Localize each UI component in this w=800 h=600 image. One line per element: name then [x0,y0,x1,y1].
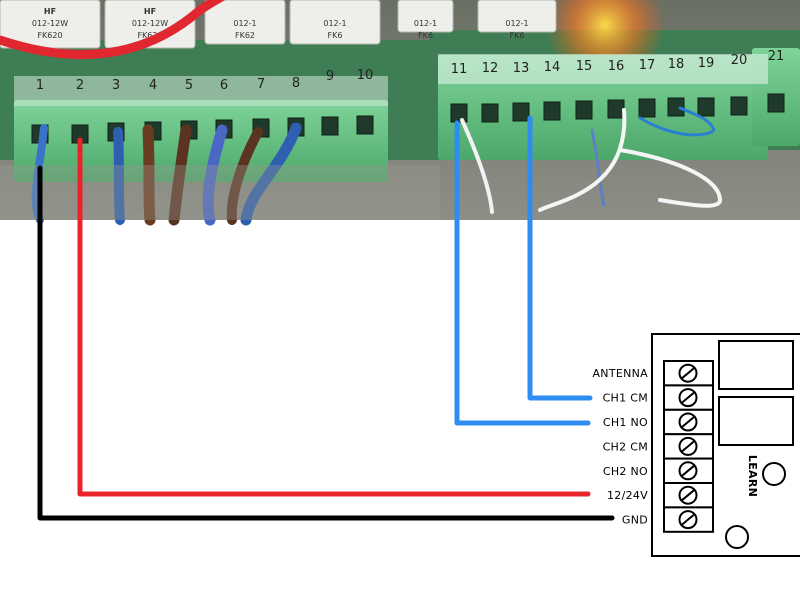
terminal-number: 3 [112,78,120,93]
terminal-number: 16 [608,59,625,74]
relay-code: FK620 [137,31,162,40]
terminal-hole [575,100,593,120]
receiver-terminal: CH1 CM [603,384,714,411]
relay-model: 012-1 [505,19,528,28]
terminal-label: GND [622,514,648,527]
terminal-number: 12 [482,61,499,76]
terminal-hole [356,115,374,135]
red-cable [0,0,226,59]
diagram-wires [37,115,615,521]
receiver-relay-bottom [718,396,794,446]
screw-slot [681,416,695,428]
terminal-hole [730,96,748,116]
terminal-number: 11 [451,62,468,77]
terminal-label: ANTENNA [592,367,648,380]
terminal-label: CH1 CM [603,392,648,405]
receiver-terminal: GND [622,506,714,533]
photo-wires [31,106,723,226]
terminal-label: 12/24V [607,489,648,502]
terminal-number: 14 [544,60,561,75]
terminal-number: 19 [698,56,715,71]
terminal-number: 21 [768,49,785,64]
receiver-relay-top [718,340,794,390]
terminal-hole [512,102,530,122]
terminal-hole [321,116,339,136]
terminal-label: CH2 NO [603,465,648,478]
terminal-number: 5 [185,78,193,93]
wire-gnd [37,165,615,521]
mount-hole [725,525,749,549]
terminal-hole [543,101,561,121]
receiver-module: LEARN ANTENNA CH1 CM CH1 NO CH2 CM CH2 NO 12/… [592,333,800,557]
screw-slot [681,465,695,477]
terminal-hole [697,97,715,117]
screw-slot [681,489,695,501]
relay: HF 012-12W FK620 [104,0,196,49]
terminal-number: 8 [292,76,300,91]
wire-12-24v [77,137,591,497]
receiver-terminal: CH2 NO [603,457,714,485]
wire-ch1-cm [527,115,593,401]
learn-label: LEARN [746,455,759,497]
terminal-number: 18 [668,57,685,72]
terminal-label: CH1 NO [603,416,648,429]
wire-ch1-no [454,120,591,426]
receiver-terminal: 12/24V [607,482,714,509]
relay-brand: HF [44,7,56,16]
board-photo: HF012-12WFK620HF012-12WFK620012-1FK62012… [0,0,800,226]
screw-slot [681,440,695,453]
screw-slot [681,367,695,379]
terminal-number: 1 [36,78,44,93]
terminal-hole [450,103,468,123]
terminal-number: 17 [639,58,656,73]
terminal-number: 13 [513,61,530,76]
relay-model: 012-1 [233,19,256,28]
terminal-number: 20 [731,53,748,68]
terminal-number: 10 [357,68,374,83]
relay-model: 012-12W [132,19,168,28]
terminal-number: 4 [149,78,157,93]
relay-model: 012-12W [32,19,68,28]
terminal-label: CH2 CM [603,440,648,453]
terminal-hole [667,97,685,117]
terminal-hole [767,93,785,113]
relay-model: 012-1 [414,19,437,28]
terminal-number: 7 [257,77,265,92]
relay-code: FK62 [235,31,255,40]
learn-button [762,462,786,486]
terminal-number: 9 [326,69,334,84]
terminal-hole [481,103,499,123]
receiver-terminal: CH2 CM [603,433,714,460]
relay-code: FK6 [328,31,343,40]
relay-row: HF012-12WFK620HF012-12WFK620012-1FK62012… [0,0,557,49]
relay-code: FK6 [418,31,433,40]
terminal-number: 2 [76,78,84,93]
screw-slot [681,513,695,526]
receiver-terminal-strip: ANTENNA CH1 CM CH1 NO CH2 CM CH2 NO 12/24V GND [592,360,714,533]
relay-code: FK6 [510,31,525,40]
terminal-number: 6 [220,78,228,93]
receiver-terminal: ANTENNA [592,360,714,387]
terminal-hole [638,98,656,118]
screw-slot [681,391,695,404]
terminal-hole [607,99,625,119]
relay-brand: HF [144,7,156,16]
receiver-terminal: CH1 NO [603,408,714,436]
relay-model: 012-1 [323,19,346,28]
relay-code: FK620 [37,31,62,40]
terminal-number: 15 [576,59,593,74]
